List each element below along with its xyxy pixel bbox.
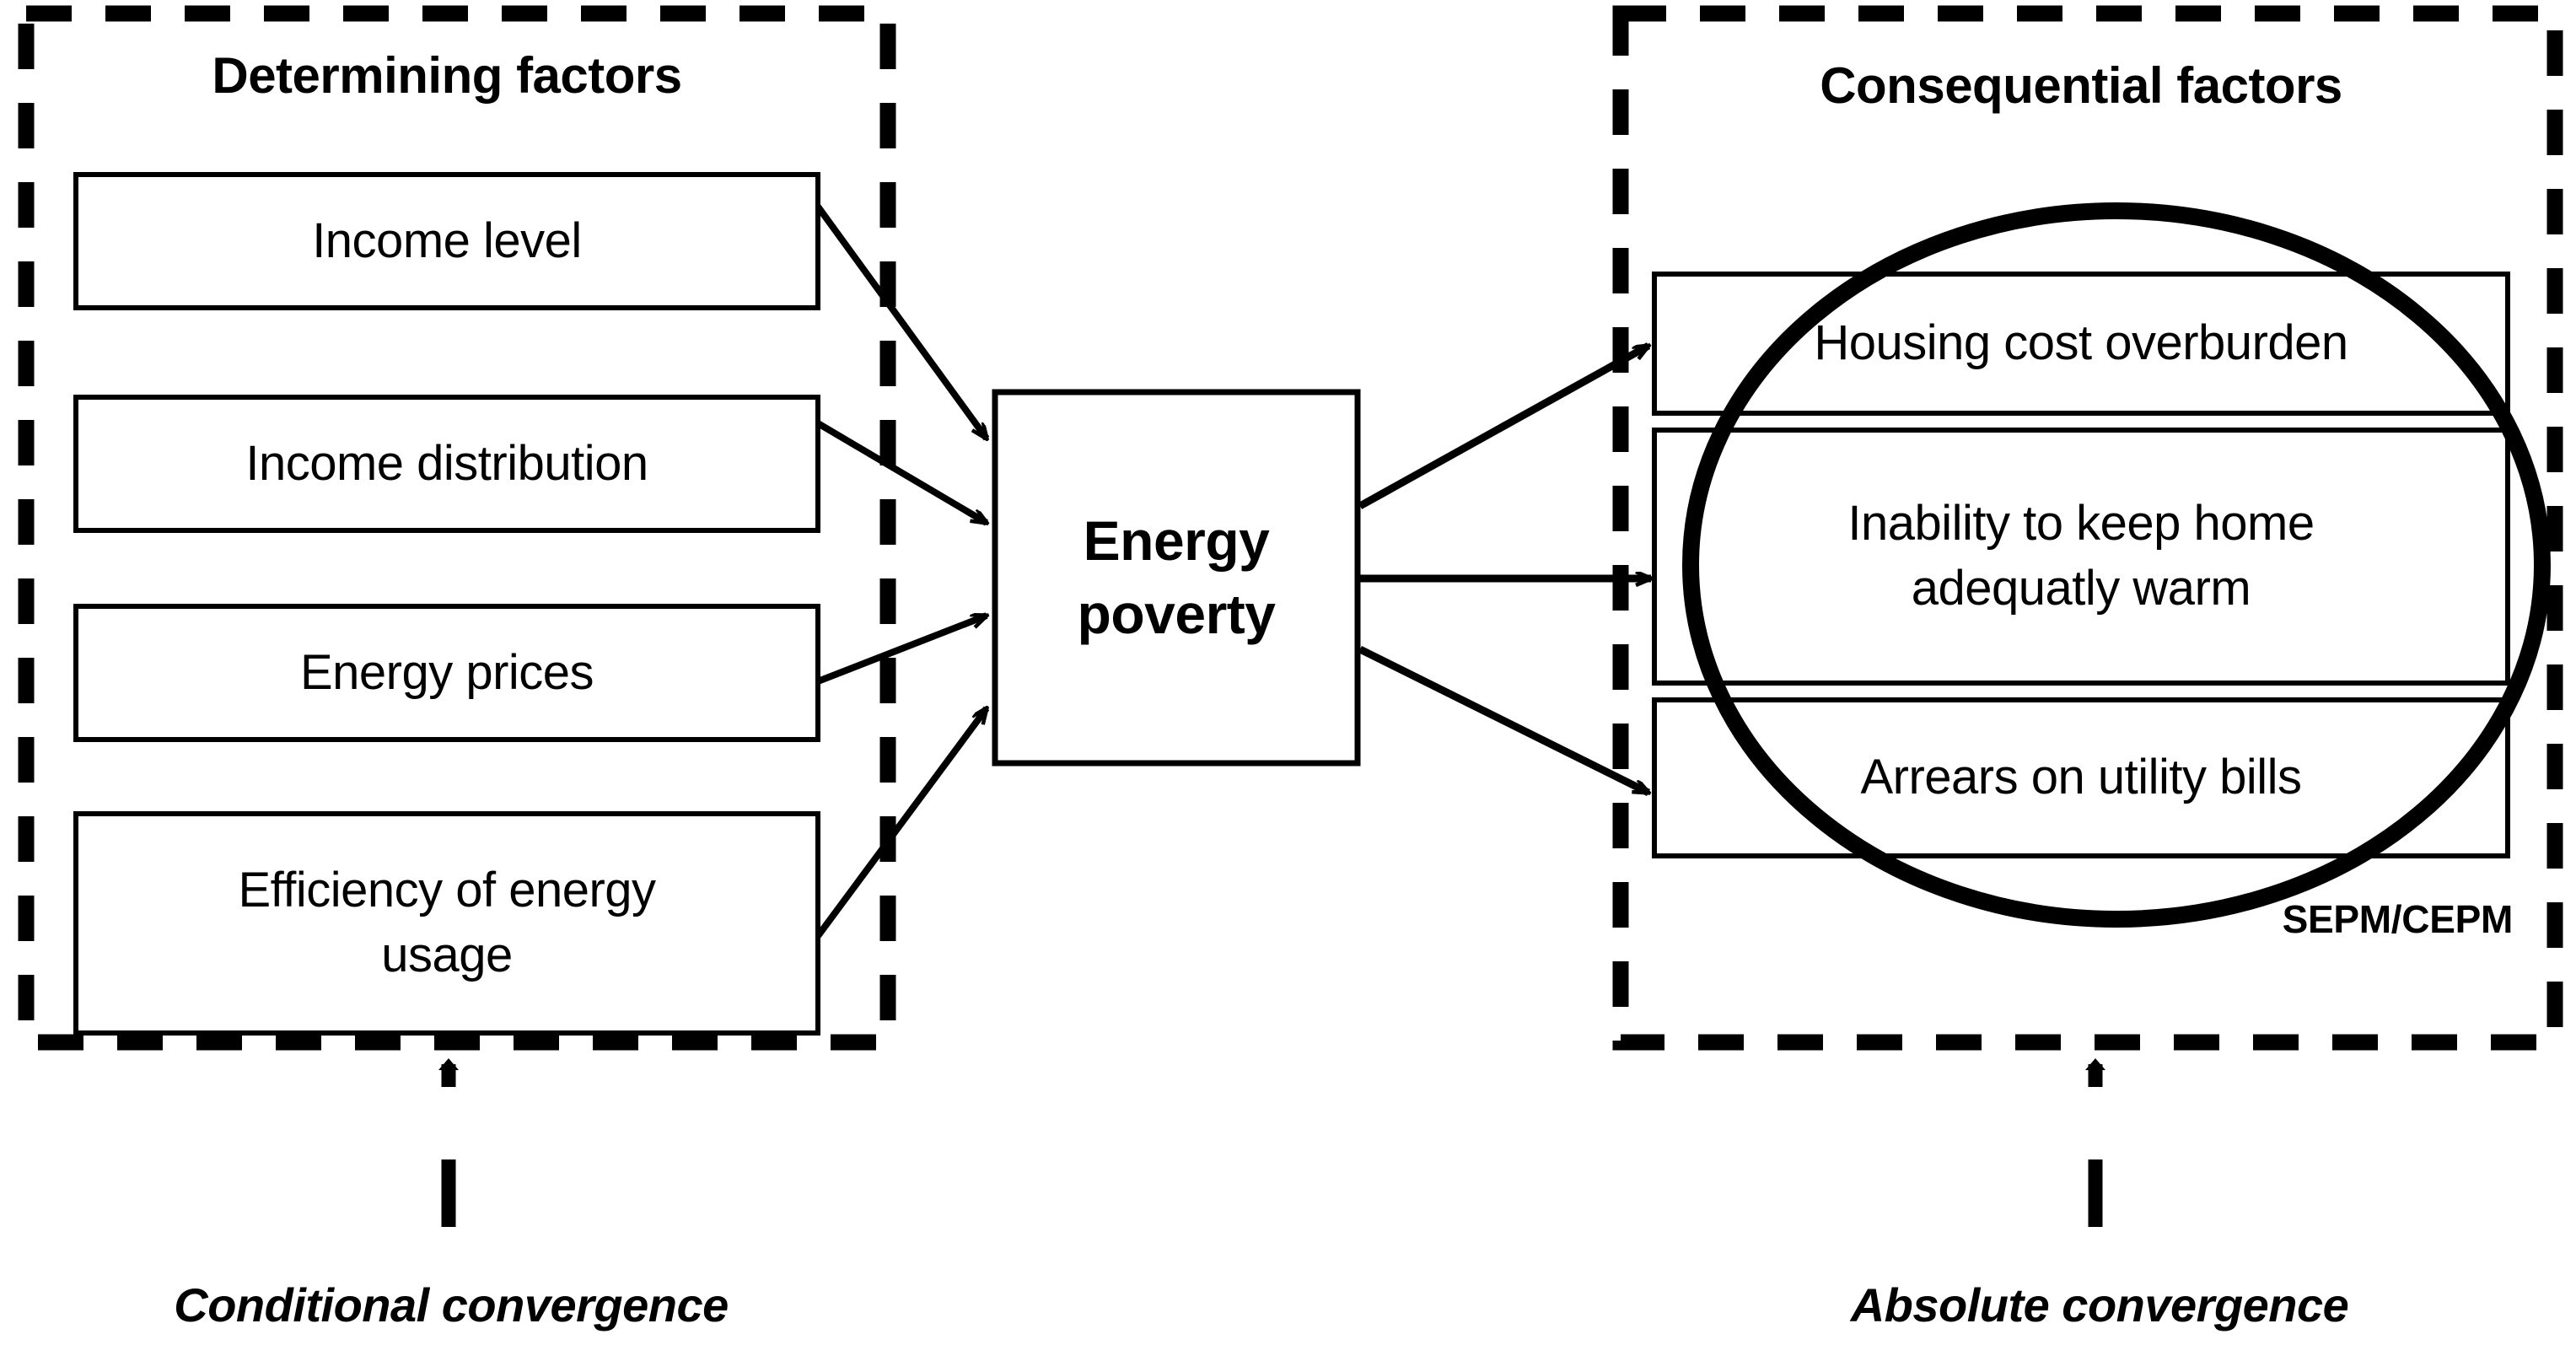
sepm-cepm-ellipse (1682, 202, 2551, 928)
factor-label-income-level: Income level (312, 213, 582, 268)
consequence-label-arrears-utility-bills: Arrears on utility bills (1860, 750, 2302, 805)
arrow-energy-poverty-to-housing-cost (1358, 342, 1648, 509)
factor-box-energy-prices[interactable] (73, 604, 820, 742)
sepm-cepm-label: SEPM/CEPM (2282, 896, 2514, 941)
arrow-income-level-to-energy-poverty (815, 204, 987, 438)
consequence-box-arrears-utility-bills[interactable] (1652, 697, 2510, 858)
energy-poverty-label: Energy poverty (1077, 508, 1276, 645)
consequence-box-housing-cost-overburden[interactable] (1652, 272, 2510, 416)
factor-label-efficiency-energy-usage: Efficiency of energy usage (238, 863, 656, 982)
arrow-energy-prices-to-energy-poverty (816, 612, 987, 685)
factor-label-energy-prices: Energy prices (299, 644, 594, 700)
arrow-income-distribution-to-energy-poverty (815, 420, 987, 523)
consequential-factors-panel-border (1612, 5, 2563, 1051)
energy-poverty-box[interactable] (992, 389, 1361, 767)
determining-factors-panel-border (18, 5, 896, 1051)
consequence-label-inability-keep-home-warm: Inability to keep home adequatly warm (1847, 496, 2315, 616)
factor-box-efficiency-energy-usage[interactable] (73, 811, 820, 1036)
factor-box-income-distribution[interactable] (73, 395, 820, 533)
arrow-energy-poverty-to-arrears (1358, 645, 1648, 797)
arrow-efficiency-usage-to-energy-poverty (815, 708, 987, 939)
conditional-convergence-caption: Conditional convergence (174, 1278, 729, 1332)
absolute-convergence-caption: Absolute convergence (1850, 1278, 2349, 1332)
factor-label-income-distribution: Income distribution (245, 435, 648, 491)
determining-factors-title: Determining factors (212, 47, 682, 105)
consequence-label-housing-cost-overburden: Housing cost overburden (1814, 315, 2348, 371)
consequence-box-inability-keep-home-warm[interactable] (1652, 428, 2510, 686)
factor-box-income-level[interactable] (73, 172, 820, 310)
consequential-factors-title: Consequential factors (1820, 57, 2342, 115)
